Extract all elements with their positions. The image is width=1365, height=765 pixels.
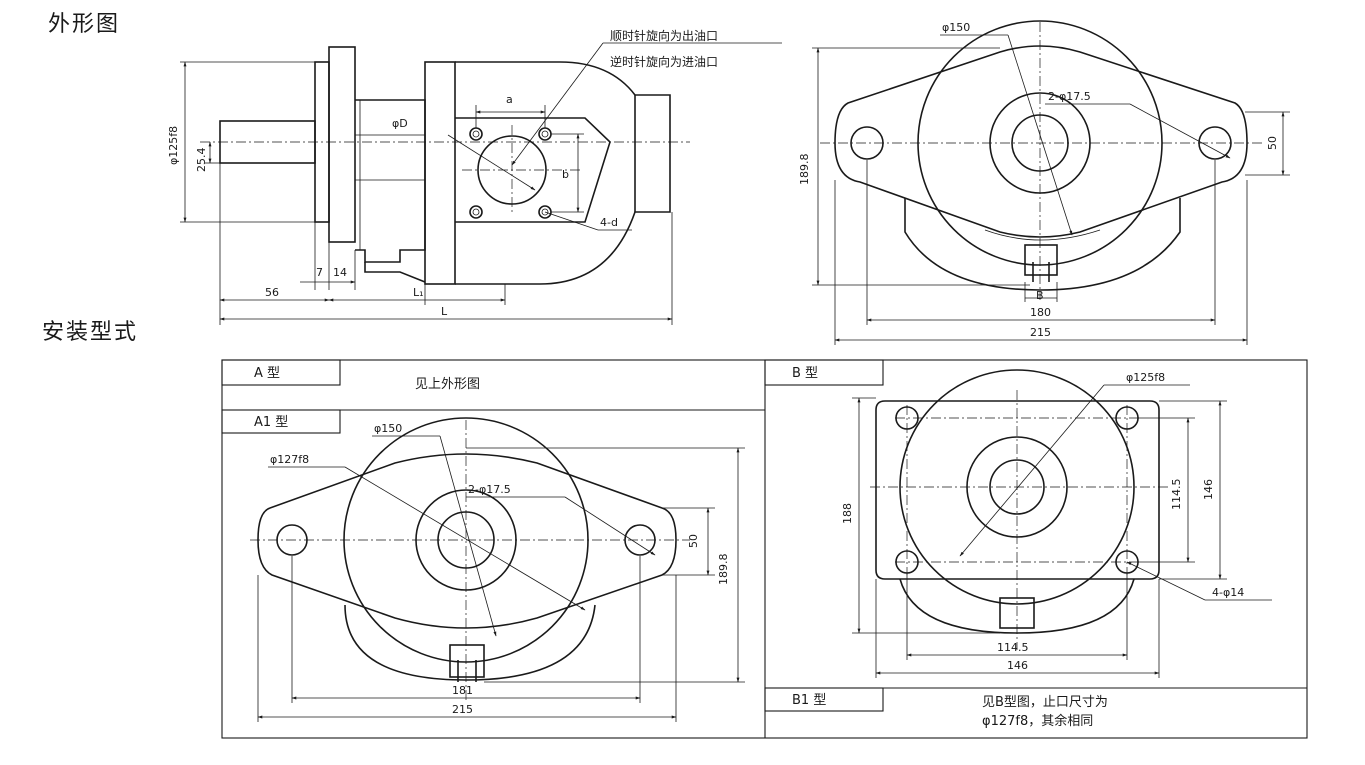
front-dim-189-8: 189.8 bbox=[798, 154, 811, 186]
b-square-flange bbox=[875, 400, 1160, 580]
b-dim-114-5-v: 114.5 bbox=[1170, 479, 1183, 511]
front-dim-215: 215 bbox=[1030, 326, 1051, 339]
dim-7: 7 bbox=[316, 266, 323, 279]
a1-dim-phi127f8: φ127f8 bbox=[270, 453, 309, 466]
front-lower-body bbox=[904, 198, 1181, 291]
b-spigot bbox=[899, 369, 1135, 605]
type-a1-label: A1 型 bbox=[254, 415, 288, 430]
port-bolt-tr bbox=[538, 127, 552, 141]
b-dim-146-v: 146 bbox=[1202, 479, 1215, 500]
front-body bbox=[355, 99, 426, 263]
type-b1-label: B1 型 bbox=[792, 693, 826, 708]
front-dim-2-phi17-5: 2-φ17.5 bbox=[1048, 90, 1091, 103]
type-b1-text-1: 见B型图，止口尺寸为 bbox=[982, 695, 1108, 710]
a1-dim-50: 50 bbox=[687, 534, 700, 548]
a1-lower-body bbox=[344, 604, 596, 681]
front-dim-b: B bbox=[1036, 289, 1044, 302]
a1-dim-181: 181 bbox=[452, 684, 473, 697]
annot-clockwise: 顺时针旋向为出油口 bbox=[610, 28, 718, 43]
front-dim-50: 50 bbox=[1266, 136, 1279, 150]
a1-view: φ150 φ127f8 2-φ17.5 50 189.8 181 215 bbox=[250, 417, 745, 722]
front-flange bbox=[834, 45, 1248, 238]
port-bolt-bl bbox=[469, 205, 483, 219]
type-b-label: B 型 bbox=[792, 366, 818, 381]
b-dim-4-phi14: 4-φ14 bbox=[1212, 586, 1244, 599]
mounting-heading: 安装型式 bbox=[42, 320, 138, 345]
port-plate bbox=[455, 117, 611, 223]
front-dim-180: 180 bbox=[1030, 306, 1051, 319]
dim-b: b bbox=[562, 168, 569, 181]
b-view: φ125f8 188 114.5 146 4-φ14 114.5 146 bbox=[841, 369, 1272, 678]
b-dim-188: 188 bbox=[841, 503, 854, 524]
b-dim-146-h: 146 bbox=[1007, 659, 1028, 672]
dim-l: L bbox=[441, 305, 448, 318]
a1-dim-189-8: 189.8 bbox=[717, 554, 730, 586]
dim-56: 56 bbox=[265, 286, 279, 299]
rear-housing bbox=[455, 61, 671, 285]
a1-dim-phi150: φ150 bbox=[374, 422, 402, 435]
dim-4-d: 4-d bbox=[600, 216, 618, 229]
b-dim-114-5-h: 114.5 bbox=[997, 641, 1029, 654]
outline-heading: 外形图 bbox=[48, 12, 120, 37]
type-a-text: 见上外形图 bbox=[415, 377, 480, 392]
dim-phi-d: φD bbox=[392, 117, 408, 130]
mounting-table: A 型 见上外形图 A1 型 B 型 B1 型 见B型图，止口尺寸为 φ127f… bbox=[221, 359, 1308, 739]
front-dim-phi150: φ150 bbox=[942, 21, 970, 34]
dim-l1: L₁ bbox=[413, 286, 424, 299]
front-view: φ150 2-φ17.5 50 189.8 B 180 215 bbox=[798, 20, 1290, 345]
b-shaft bbox=[989, 459, 1045, 515]
port-bolt-tl bbox=[469, 127, 483, 141]
dim-a: a bbox=[506, 93, 513, 106]
type-a-label: A 型 bbox=[254, 366, 280, 381]
a1-dim-2-phi17-5: 2-φ17.5 bbox=[468, 483, 511, 496]
center-flange bbox=[424, 61, 456, 285]
type-b1-text-2: φ127f8，其余相同 bbox=[982, 713, 1093, 729]
dim-25-4: 25.4 bbox=[195, 148, 208, 173]
dim-14: 14 bbox=[333, 266, 347, 279]
mounting-flange bbox=[328, 46, 356, 243]
b-dim-phi125f8: φ125f8 bbox=[1126, 371, 1165, 384]
annot-counterclockwise: 逆时针旋向为进油口 bbox=[610, 54, 718, 69]
side-view: a b φD 4-d 顺时针旋向为出油口 逆时针旋向为进油口 φ125f8 25… bbox=[167, 28, 782, 325]
a1-flange bbox=[257, 453, 677, 629]
a1-dim-215: 215 bbox=[452, 703, 473, 716]
dim-phi125f8: φ125f8 bbox=[167, 126, 180, 165]
